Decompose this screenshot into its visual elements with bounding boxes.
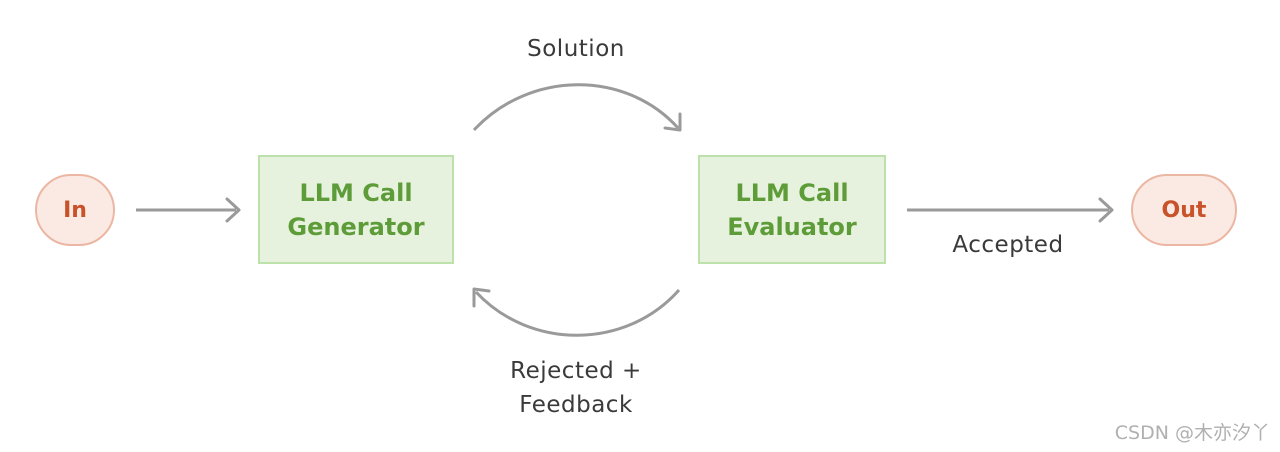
evaluator-label-line1: LLM Call	[735, 178, 849, 207]
output-node: Out	[1131, 174, 1237, 246]
generator-label-line1: LLM Call	[299, 178, 413, 207]
edge-label-solution: Solution	[527, 36, 625, 62]
evaluator-label-line2: Evaluator	[727, 212, 857, 241]
llm-call-generator-node: LLM Call Generator	[258, 155, 454, 264]
watermark: CSDN @木亦汐丫	[1114, 422, 1270, 444]
edge-label-accepted: Accepted	[952, 232, 1064, 258]
input-node-label: In	[63, 197, 87, 223]
rejected-label-line2: Feedback	[519, 392, 633, 418]
arrow-solution-arc	[472, 83, 680, 132]
arrow-rejected-arc	[474, 289, 681, 337]
rejected-label-line1: Rejected +	[510, 358, 642, 384]
llm-call-evaluator-node: LLM Call Evaluator	[698, 155, 886, 264]
input-node: In	[35, 174, 115, 246]
output-node-label: Out	[1161, 197, 1207, 223]
edge-label-rejected-feedback: Rejected + Feedback	[476, 354, 676, 422]
generator-label-line2: Generator	[287, 212, 425, 241]
